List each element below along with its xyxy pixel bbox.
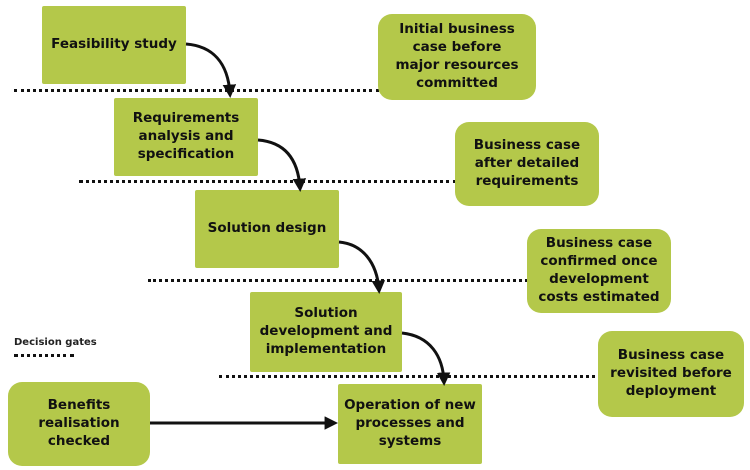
decision-gate-line-4	[219, 375, 601, 378]
business-case-initial: Initial business case before major resou…	[378, 14, 536, 100]
legend-dotted-line	[14, 354, 74, 357]
legend-label: Decision gates	[14, 337, 97, 348]
benefits-realisation-box: Benefits realisation checked	[8, 382, 150, 466]
decision-gate-line-1	[14, 89, 379, 92]
arrow-feasibility-to-requirements	[185, 42, 237, 99]
decision-gate-line-2	[79, 180, 457, 183]
business-case-after-requirements: Business case after detailed requirement…	[455, 122, 599, 206]
arrow-requirements-to-design	[257, 138, 307, 193]
step-feasibility-study: Feasibility study	[42, 6, 186, 84]
arrow-design-to-development	[338, 240, 386, 295]
arrow-development-to-operation	[401, 331, 451, 387]
step-solution-design: Solution design	[195, 190, 339, 268]
step-solution-development: Solution development and implementation	[250, 292, 402, 372]
business-case-confirmed: Business case confirmed once development…	[527, 229, 671, 313]
business-case-revisited: Business case revisited before deploymen…	[598, 331, 744, 417]
step-operation: Operation of new processes and systems	[338, 384, 482, 464]
step-requirements-analysis: Requirements analysis and specification	[114, 98, 258, 176]
decision-gate-line-3	[148, 279, 528, 282]
